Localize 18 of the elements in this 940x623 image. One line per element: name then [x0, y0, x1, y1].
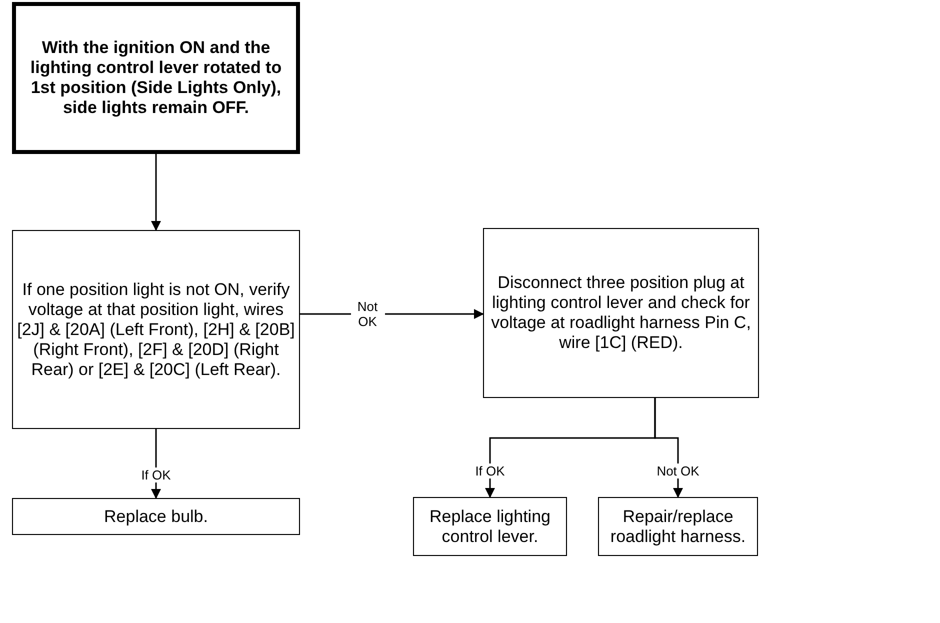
edge-label: If OK	[475, 464, 505, 478]
edge-label: Not OK	[350, 299, 384, 329]
process-box	[483, 228, 759, 398]
process-box	[12, 498, 300, 535]
box-text: Replace bulb.	[104, 506, 208, 526]
process-box	[413, 497, 567, 556]
box-text: Replace lighting control lever.	[428, 506, 552, 546]
process-box	[598, 497, 758, 556]
edge-label: Not OK	[656, 464, 700, 478]
arrow	[654, 398, 683, 498]
box-text: With the ignition ON and the lighting control lever rotated to 1st position (Side Lights Only), side lights remain OFF.	[29, 38, 283, 118]
start-box	[12, 2, 300, 154]
edge-label: If OK	[141, 468, 171, 482]
process-box	[12, 230, 300, 429]
box-text: If one position light is not ON, verify voltage at that position light, wires [2J] & [20A] (Left Front), [2H] & [20B] (Right Front), [2F] & [20D] (Right Rear) or [2E] & [20C] (Left Rear).	[17, 280, 295, 380]
box-text: Repair/replace roadlight harness.	[609, 506, 747, 546]
arrow	[151, 154, 161, 231]
box-text: Disconnect three position plug at lighting control lever and check for voltage at roadlight harness Pin C, wire [1C] (RED).	[490, 273, 752, 353]
